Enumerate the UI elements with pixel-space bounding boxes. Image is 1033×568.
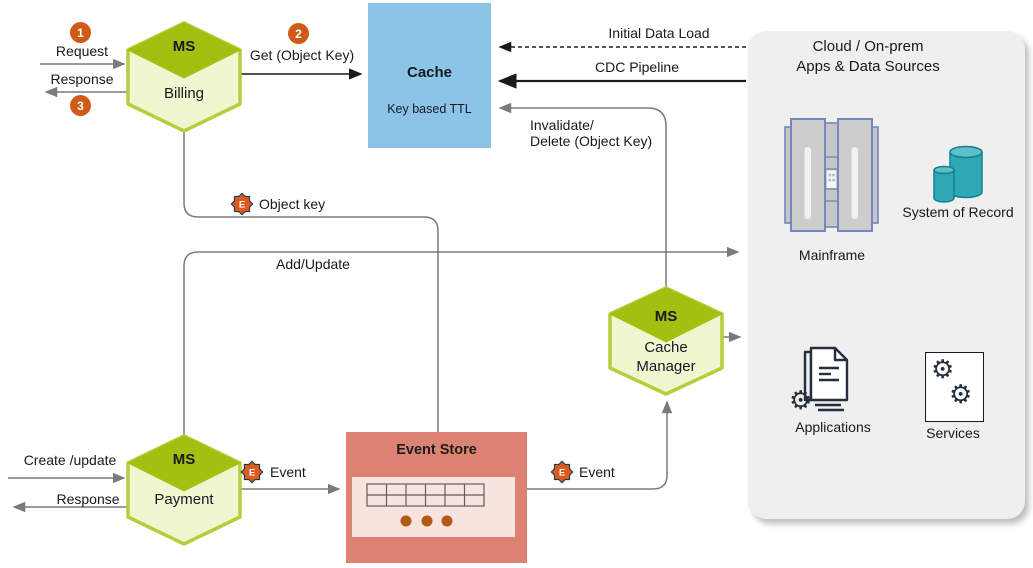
event-table-panel [352, 477, 515, 537]
cache-manager-label: Cache Manager [636, 339, 696, 375]
mainframe-label: Mainframe [798, 247, 866, 263]
step-2-badge: 2 [288, 23, 309, 44]
step-1-badge: 1 [70, 22, 91, 43]
response-payment-label: Response [56, 491, 120, 507]
payment-label: Payment [154, 491, 214, 508]
cloud-onprem-panel [748, 31, 1025, 519]
event-badge-letter: E [239, 200, 245, 211]
get-object-key-label: Get (Object Key) [249, 47, 355, 63]
cloud-panel-title: Cloud / On-prem Apps & Data Sources [758, 37, 978, 77]
event-badge-letter: E [249, 468, 255, 479]
cache-title: Cache [406, 64, 453, 81]
cache-node: Cache Key based TTL [368, 3, 491, 148]
applications-label: Applications [795, 419, 871, 435]
payment-ms-badge: MS [172, 451, 196, 468]
object-key-line [183, 131, 439, 432]
system-of-record-icon [933, 145, 983, 203]
event-from-store-label: Event [579, 464, 615, 480]
object-key-label: Object key [259, 196, 326, 212]
gear-icon: ⚙ [949, 380, 973, 410]
applications-document-icon [803, 346, 849, 412]
response-billing-label: Response [50, 71, 114, 87]
event-badge-letter: E [559, 468, 565, 479]
cloud-panel-title-line1: Cloud / On-prem [812, 38, 924, 55]
request-label: Request [55, 43, 109, 59]
system-of-record-label: System of Record [902, 204, 1014, 220]
services-icon: ⚙ ⚙ [925, 352, 984, 422]
event-store-node: Event Store [346, 432, 527, 563]
event-from-payment-label: Event [270, 464, 306, 480]
ellipsis-dots-icon [400, 515, 453, 527]
billing-ms-badge: MS [172, 38, 196, 55]
invalidate-delete-line1: Invalidate/ [530, 117, 594, 133]
cdc-pipeline-label: CDC Pipeline [594, 59, 680, 75]
event-badge-payment: E [240, 460, 264, 484]
initial-data-load-label: Initial Data Load [608, 25, 710, 41]
add-update-label: Add/Update [276, 256, 350, 272]
mainframe-icon [784, 118, 879, 232]
step-3-badge: 3 [70, 95, 91, 116]
gear-icon: ⚙ [931, 355, 955, 385]
cache-manager-ms-badge: MS [654, 308, 678, 325]
cloud-panel-title-line2: Apps & Data Sources [796, 58, 940, 75]
event-badge-store: E [550, 460, 574, 484]
invalidate-delete-label: Invalidate/ Delete (Object Key) [530, 117, 652, 149]
invalidate-delete-line2: Delete (Object Key) [530, 133, 653, 149]
event-table-icon [366, 483, 485, 527]
services-label: Services [926, 425, 980, 441]
billing-label: Billing [163, 85, 205, 102]
event-badge-object-key: E [230, 192, 254, 216]
gear-icon: ⚙ [789, 386, 813, 416]
cache-subtitle: Key based TTL [387, 102, 472, 116]
event-store-title: Event Store [396, 442, 477, 458]
create-update-label: Create /update [23, 452, 117, 468]
applications-icon: ⚙ [789, 344, 857, 414]
